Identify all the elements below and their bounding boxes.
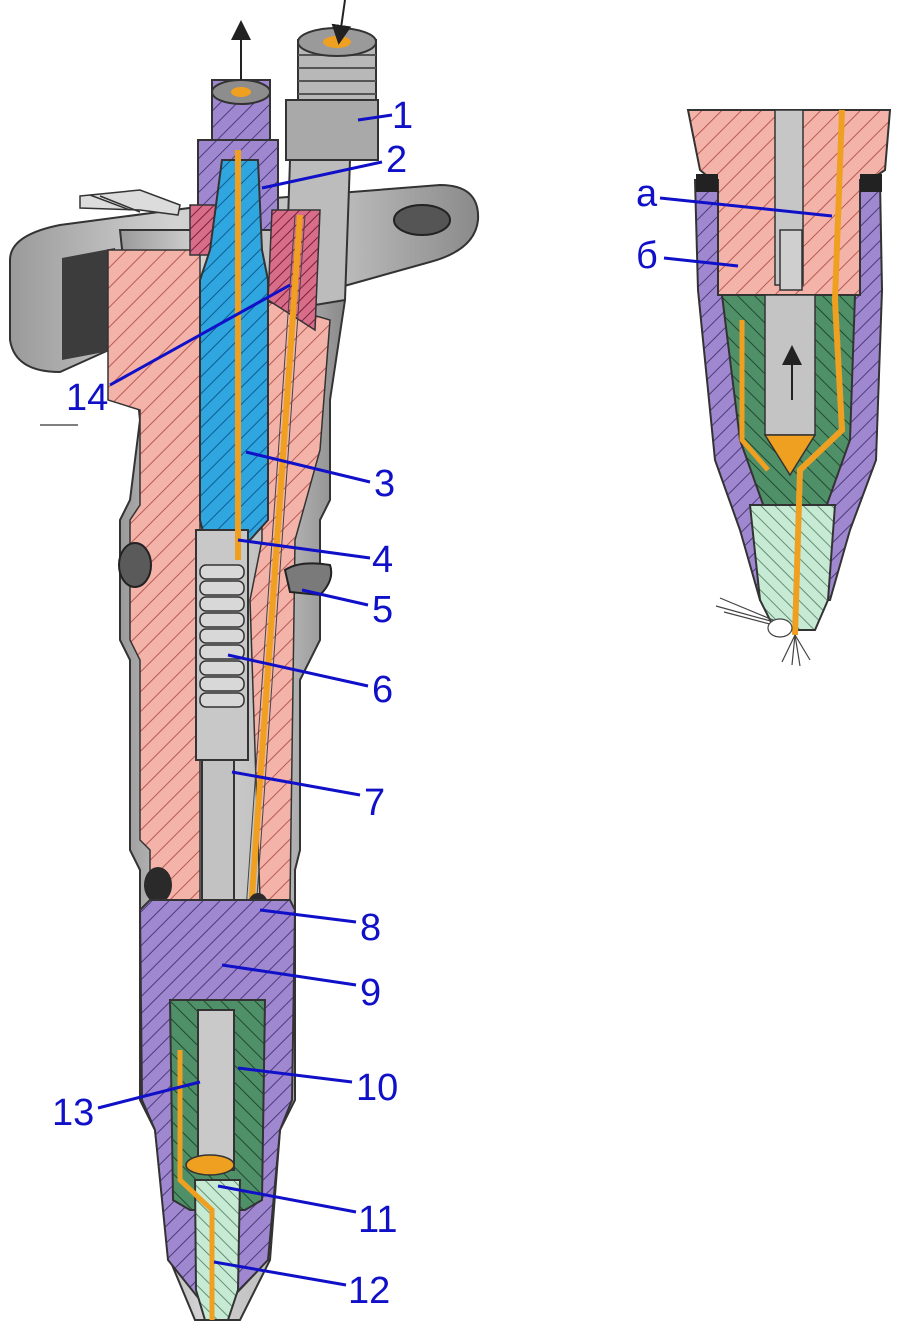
- leader-14: [109, 283, 291, 387]
- nozzle-seat: [185, 1154, 235, 1176]
- nozzle-tip: [193, 1179, 242, 1321]
- callout-a: а: [636, 173, 658, 215]
- detail-needle-tip: [763, 434, 817, 477]
- callout-3: 3: [374, 463, 395, 505]
- leader-9: [221, 963, 357, 987]
- detail-fuel-channel: [792, 109, 846, 636]
- nozzle-fuel-path: [177, 1050, 215, 1320]
- detail-seal-left: [696, 174, 718, 192]
- leader-5: [301, 588, 369, 607]
- detail-fuel-channel-left: [739, 320, 770, 472]
- nozzle-needle: [197, 1009, 235, 1171]
- flange-slot-left: [62, 248, 115, 360]
- detail-spray-droplet: [767, 618, 793, 638]
- return-port: [231, 87, 251, 97]
- leader-12: [213, 1260, 347, 1287]
- inlet-port: [323, 36, 351, 48]
- leader-10: [237, 1066, 353, 1084]
- leader-b: [663, 256, 739, 268]
- inlet-flow-arrow: [331, 0, 352, 45]
- leader-6: [227, 653, 369, 688]
- inlet-hex-nut: [285, 99, 379, 161]
- callout-labels: 1 2 3 4 5 6 7 8 9 10 11 12 13 14 а б: [52, 95, 658, 1312]
- detail-piston-top: [779, 229, 803, 291]
- electrical-connector: [79, 189, 181, 216]
- injector-main-view: [9, 0, 480, 1321]
- leader-7: [231, 770, 361, 797]
- leader-a: [659, 196, 833, 218]
- callout-12: 12: [348, 1270, 390, 1312]
- leader-1: [357, 113, 393, 122]
- callout-11: 11: [358, 1199, 397, 1241]
- callout-1: 1: [392, 95, 413, 137]
- callout-4: 4: [372, 539, 393, 581]
- leader-11: [217, 1184, 357, 1214]
- detail-nozzle-tip: [748, 504, 837, 631]
- flange-bolt-hole-right: [393, 204, 451, 236]
- detail-needle: [764, 294, 816, 436]
- callout-5: 5: [372, 589, 393, 631]
- leader-2: [261, 160, 383, 190]
- o-ring-upper-right: [283, 562, 333, 597]
- leader-13: [97, 1080, 201, 1110]
- callout-9: 9: [360, 972, 381, 1014]
- valve-piston-blue: [199, 159, 269, 541]
- leader-8: [259, 908, 357, 924]
- o-ring-upper-left: [118, 542, 152, 588]
- callout-6: 6: [372, 669, 393, 711]
- callout-10: 10: [356, 1067, 398, 1109]
- leader-lines: [40, 113, 833, 1287]
- callout-b: б: [636, 235, 658, 277]
- callout-2: 2: [386, 139, 407, 181]
- o-ring-lower-left: [144, 867, 172, 903]
- callout-13: 13: [52, 1092, 94, 1134]
- spring-coils: [199, 564, 245, 708]
- detail-seal-right: [860, 174, 882, 192]
- leader-4: [237, 538, 371, 560]
- callout-7: 7: [364, 782, 385, 824]
- callout-14: 14: [66, 377, 108, 419]
- nozzle-detail-view: [686, 109, 892, 667]
- callout-8: 8: [360, 907, 381, 949]
- leader-3: [245, 450, 371, 484]
